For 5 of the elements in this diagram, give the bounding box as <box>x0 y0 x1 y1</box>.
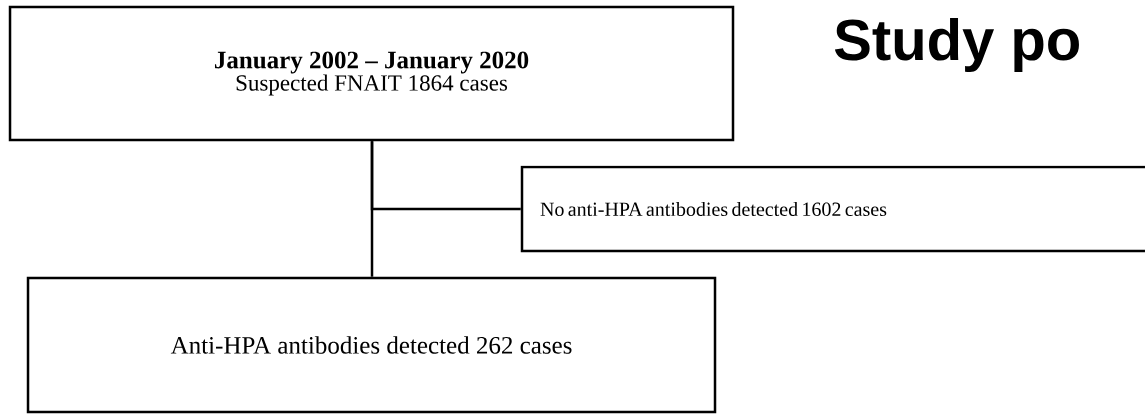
process-box: January 2002 – January 2020 Suspected FNAIT 1864 cases <box>8 5 735 142</box>
process-box: No anti-HPA antibodies detected 1602 cases <box>520 165 1145 253</box>
connector-line <box>370 141 521 211</box>
process-box: Anti-HPA antibodies detected 262 cases <box>26 276 717 414</box>
title: Study po <box>834 17 1079 72</box>
